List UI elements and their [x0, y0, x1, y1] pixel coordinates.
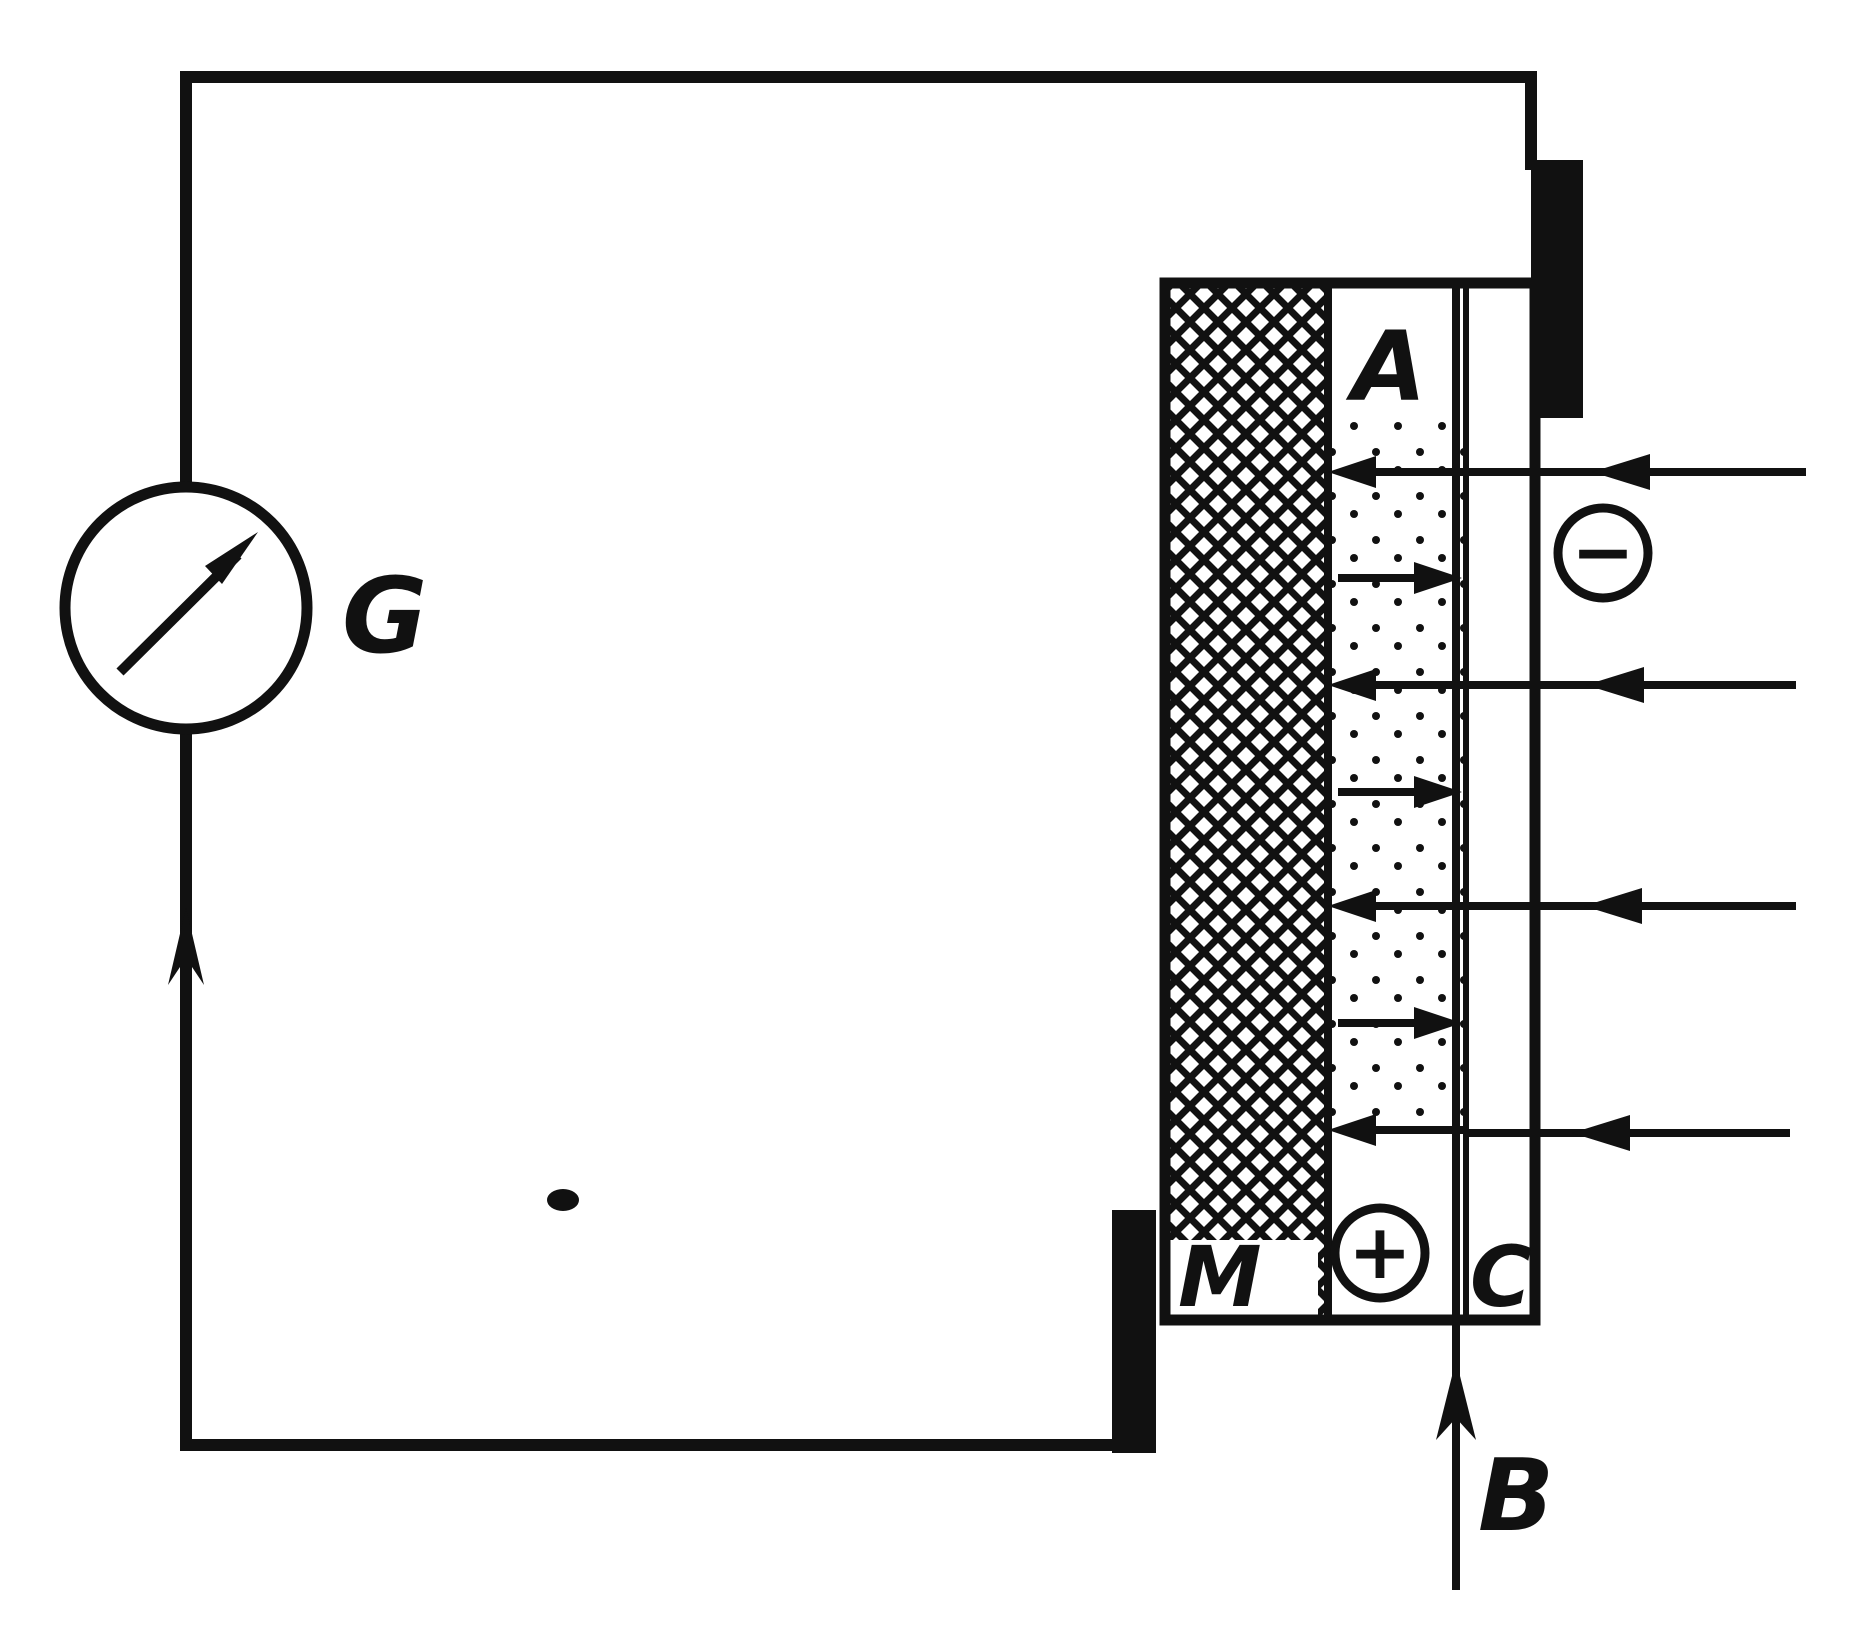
meter-needle-head-icon [205, 532, 258, 584]
arrow-left-icon [1586, 667, 1644, 703]
arrow-left-icon [1584, 888, 1642, 924]
arrow-right-icon [1414, 1007, 1462, 1039]
label-layer-a: A [1345, 311, 1426, 423]
circuit-wire [180, 71, 1537, 488]
bottom-contact-electrode [1112, 1210, 1156, 1453]
positive-charge-sign: + [1330, 1203, 1430, 1303]
current-direction-arrow-icon [168, 908, 204, 985]
metal-electrode-layer [1165, 283, 1328, 1320]
incident-light-rays [1466, 454, 1806, 1151]
svg-text:+: + [1348, 1207, 1412, 1296]
svg-text:−: − [1571, 507, 1635, 596]
semiconductor-layer [1466, 283, 1535, 1320]
arrow-left-icon [1328, 1114, 1376, 1146]
barrier-top-clear [1330, 288, 1464, 418]
arrow-left-icon [1328, 669, 1376, 701]
arrow-left-icon [1328, 456, 1376, 488]
ink-dot [547, 1189, 579, 1211]
photocell [1159, 277, 1541, 1326]
label-line-b: B [1478, 1437, 1554, 1554]
photocell-outline [1159, 277, 1541, 1326]
arrow-left-icon [1328, 890, 1376, 922]
negative-charge-sign: − [1553, 503, 1653, 603]
arrowhead-up-icon [1436, 1360, 1476, 1440]
metal-electrode-label-box [1168, 1240, 1318, 1318]
arrow-right-icon [1414, 562, 1462, 594]
label-galvanometer: G [342, 555, 427, 677]
galvanometer [59, 481, 313, 735]
arrow-left-icon [1592, 454, 1650, 490]
circuit-wire-bottom [180, 729, 1148, 1451]
arrow-left-icon [1572, 1115, 1630, 1151]
label-semiconductor-c: C [1470, 1228, 1532, 1326]
barrier-arrows [1328, 456, 1466, 1146]
arrow-right-icon [1414, 776, 1462, 808]
label-metal-electrode: M [1178, 1228, 1262, 1326]
